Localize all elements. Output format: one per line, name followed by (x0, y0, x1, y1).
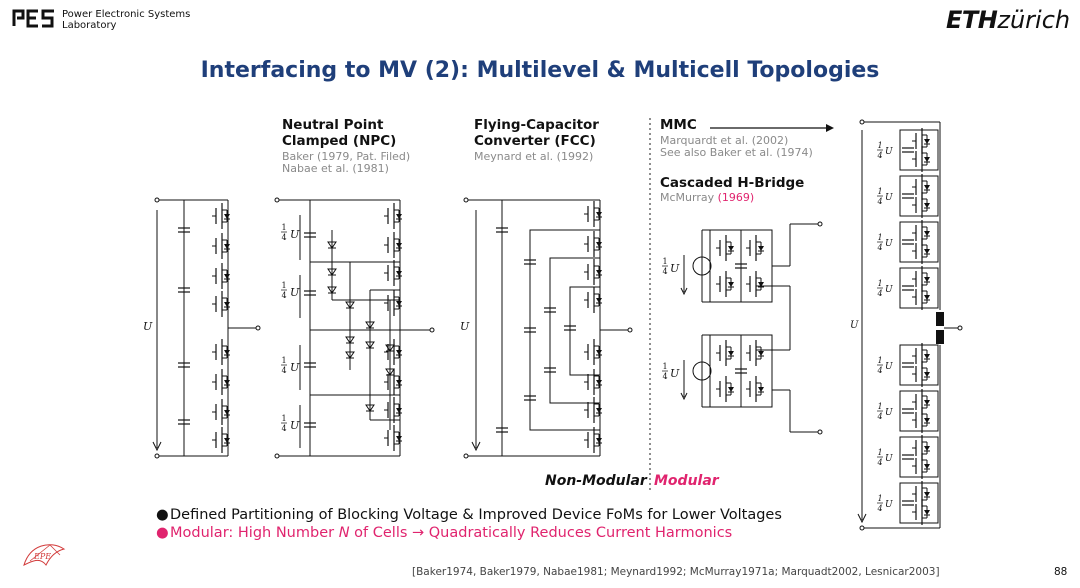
page-number: 88 (1054, 566, 1068, 578)
npc-heading-line1: Neutral Point (282, 117, 384, 133)
npc-reference-2: Nabae et al. (1981) (282, 162, 389, 175)
series-switch-diagram: U (143, 197, 261, 459)
svg-text:EPE: EPE (33, 552, 51, 561)
fcc-heading-line2: Converter (FCC) (474, 133, 596, 149)
n-variable: N (338, 525, 350, 541)
bullet-2-text: Modular: High Number N of Cells → Quadra… (170, 525, 733, 541)
pes-logo (12, 8, 56, 32)
chb-diagram: U U (661, 221, 823, 435)
u-label-series: U (143, 320, 153, 333)
bullet-1: ●Defined Partitioning of Blocking Voltag… (156, 507, 782, 524)
mmc-reference-2: See also Baker et al. (1974) (660, 146, 813, 159)
u-label-mmc-cell-3: U (885, 239, 893, 249)
npc-reference-1: Baker (1979, Pat. Filed) (282, 150, 411, 163)
fcc-heading-line1: Flying-Capacitor (474, 117, 599, 133)
eth-logo-bold: ETH (946, 6, 998, 34)
u-label-mmc-cell-7: U (885, 454, 893, 464)
footer-references: [Baker1974, Baker1979, Nabae1981; Meynar… (412, 566, 940, 578)
chb-reference-year: (1969) (717, 191, 755, 204)
u-label-mmc-cell-6: U (885, 408, 893, 418)
lab-name-line1: Power Electronic Systems (62, 9, 191, 20)
u-label-chb-2: U (670, 367, 680, 380)
chb-reference-name: McMurray (660, 191, 715, 204)
u-label-fcc: U (460, 320, 470, 333)
mmc-arrow (710, 124, 834, 132)
u-label-npc-1: U (290, 228, 300, 241)
mmc-reference-1: Marquardt et al. (2002) (660, 134, 789, 147)
u-label-mmc-cell-8: U (885, 500, 893, 510)
chb-heading: Cascaded H-Bridge (660, 175, 805, 191)
eth-logo: ETHzürich (946, 6, 1070, 34)
u-label-npc-2: U (290, 286, 300, 299)
u-label-mmc-cell-5: U (885, 362, 893, 372)
lab-name-line2: Laboratory (62, 20, 117, 31)
epe-logo: EPE (23, 544, 66, 566)
u-label-npc-4: U (290, 419, 300, 432)
npc-diagram: U U U U (274, 197, 435, 459)
bullet-2: ●Modular: High Number N of Cells → Quadr… (156, 525, 732, 542)
u-label-mmc-cell-4: U (885, 285, 893, 295)
u-label-chb-1: U (670, 262, 680, 275)
u-label-mmc: U (850, 320, 859, 331)
u-label-mmc-cell-2: U (885, 193, 893, 203)
fcc-diagram: U (460, 197, 633, 459)
slide-title: Interfacing to MV (2): Multilevel & Mult… (200, 58, 880, 83)
non-modular-label: Non-Modular (545, 473, 647, 489)
chb-reference: McMurray (1969) (660, 191, 754, 204)
mmc-diagram: U U U U U U U U U (850, 119, 963, 531)
bullet-2-dot: ● (156, 525, 169, 541)
bullet-1-text: Defined Partitioning of Blocking Voltage… (170, 507, 782, 523)
u-label-mmc-cell-1: U (885, 147, 893, 157)
u-label-npc-3: U (290, 361, 300, 374)
mmc-heading: MMC (660, 117, 697, 133)
bullet-1-dot: ● (156, 507, 169, 523)
eth-logo-light: zürich (997, 6, 1071, 34)
modular-label: Modular (654, 473, 719, 489)
npc-heading-line2: Clamped (NPC) (282, 133, 397, 149)
fcc-reference-1: Meynard et al. (1992) (474, 150, 594, 163)
